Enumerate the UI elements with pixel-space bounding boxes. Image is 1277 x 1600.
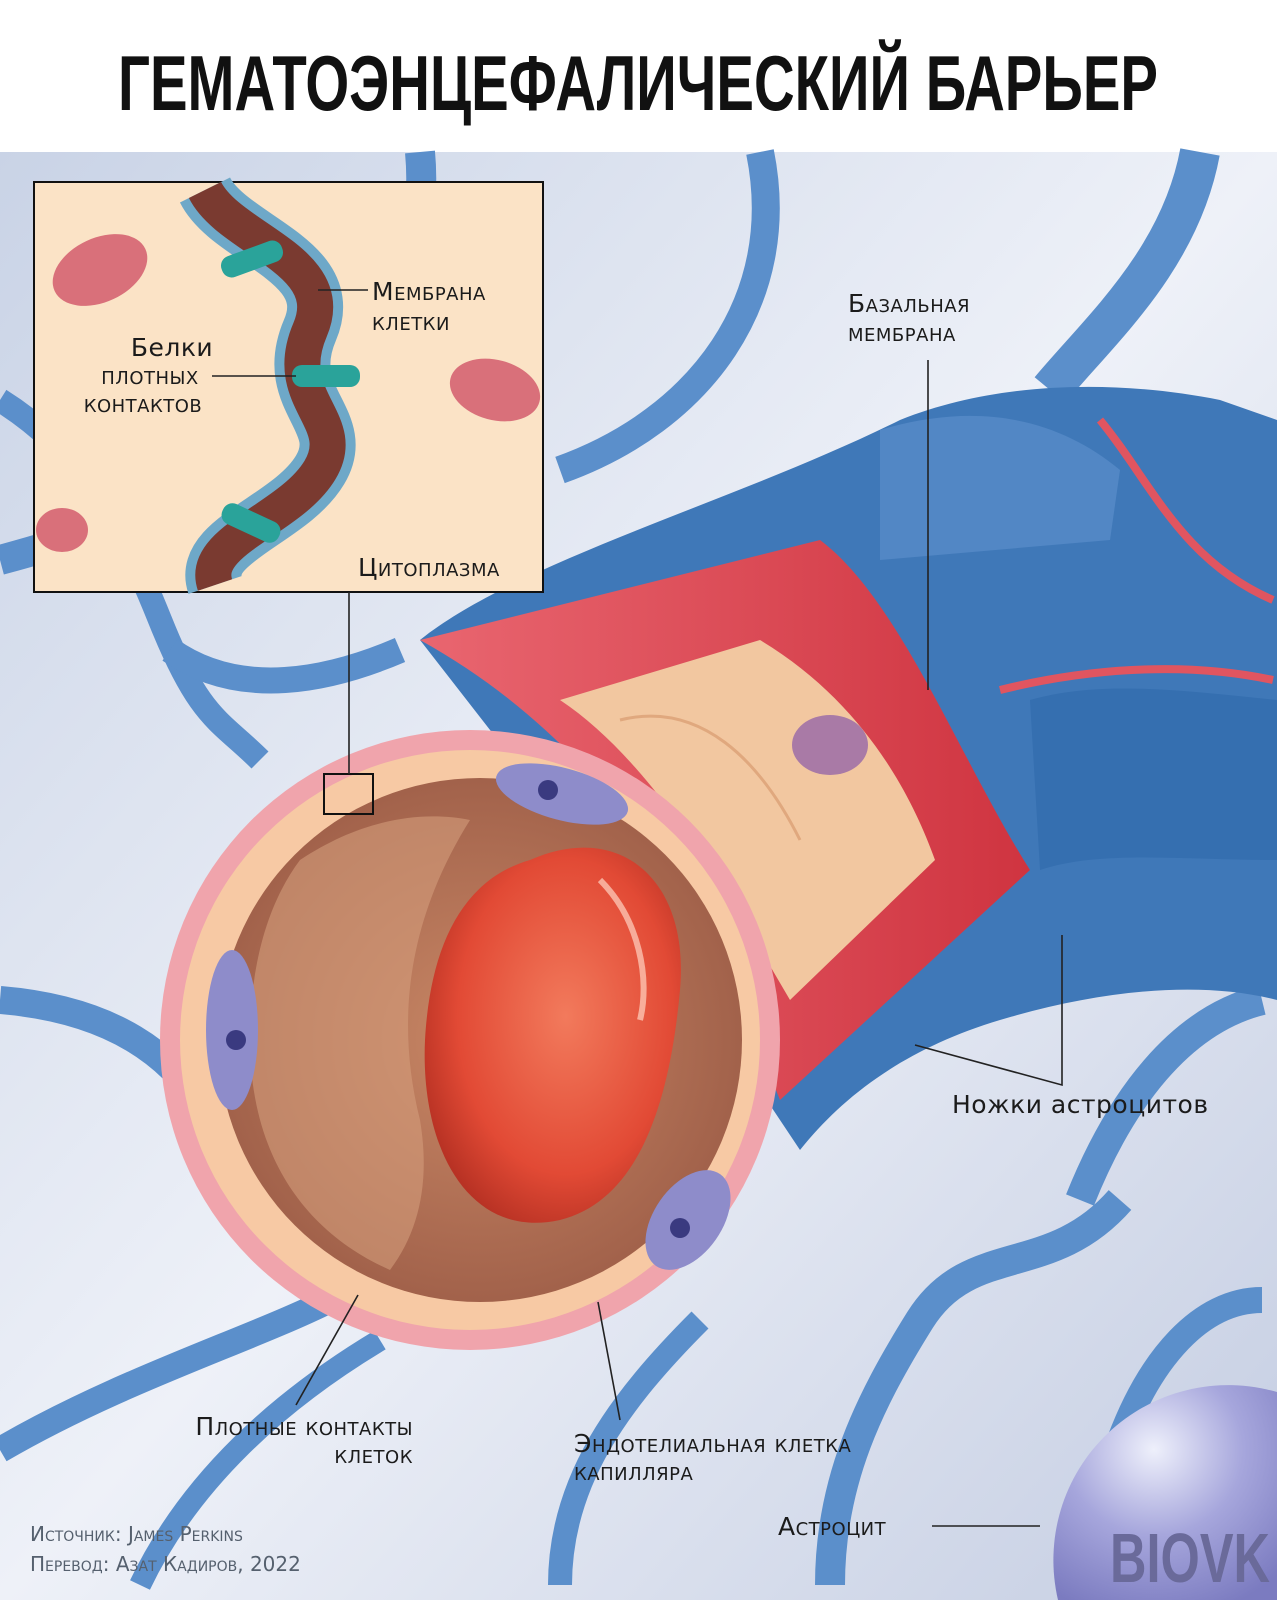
- watermark-logo: BIOVK: [1110, 1519, 1270, 1597]
- mitochondrion: [36, 508, 88, 552]
- membrane-label-2: клетки: [372, 307, 450, 336]
- tight-junctions-label: Плотные контакты: [195, 1412, 413, 1441]
- erythrocyte: [424, 847, 681, 1223]
- endothelial-label-2: капилляра: [574, 1457, 694, 1486]
- cytoplasm-label: Цитоплазма: [358, 553, 500, 582]
- nucleus: [792, 715, 868, 775]
- tight-junctions-label-2: клеток: [334, 1440, 413, 1469]
- capillary: [160, 540, 1030, 1350]
- endothelial-label: Эндотелиальная клетка: [574, 1429, 852, 1458]
- astrocyte-body: [1053, 1385, 1277, 1600]
- translation-credit: Перевод: Азат Кадиров, 2022: [30, 1552, 301, 1576]
- proteins-label-2: плотных: [101, 361, 198, 390]
- inset-panel: Мембрана клетки Белки плотных контактов …: [33, 175, 544, 594]
- page-title: ГЕМАТОЭНЦЕФАЛИЧЕСКИЙ БАРЬЕР: [118, 39, 1158, 127]
- mitochondrion: [449, 358, 541, 422]
- endothelial-nucleus: [495, 763, 629, 825]
- mitochondrion: [52, 234, 148, 306]
- tight-junction-proteins: [220, 240, 360, 543]
- proteins-label: Белки: [131, 333, 213, 362]
- astrocyte-label: Астроцит: [778, 1512, 887, 1541]
- membrane-label: Мембрана: [372, 277, 486, 306]
- astrocyte-feet-label: Ножки астроцитов: [952, 1090, 1209, 1119]
- endothelial-nucleus: [645, 1170, 731, 1270]
- title-band: [0, 0, 1277, 152]
- basal-membrane-label: Базальная: [848, 289, 970, 318]
- proteins-label-3: контактов: [84, 389, 203, 418]
- endothelial-nucleus: [206, 950, 258, 1110]
- basal-membrane-label-2: мембрана: [848, 318, 956, 347]
- source-credit: Источник: James Perkins: [30, 1522, 243, 1546]
